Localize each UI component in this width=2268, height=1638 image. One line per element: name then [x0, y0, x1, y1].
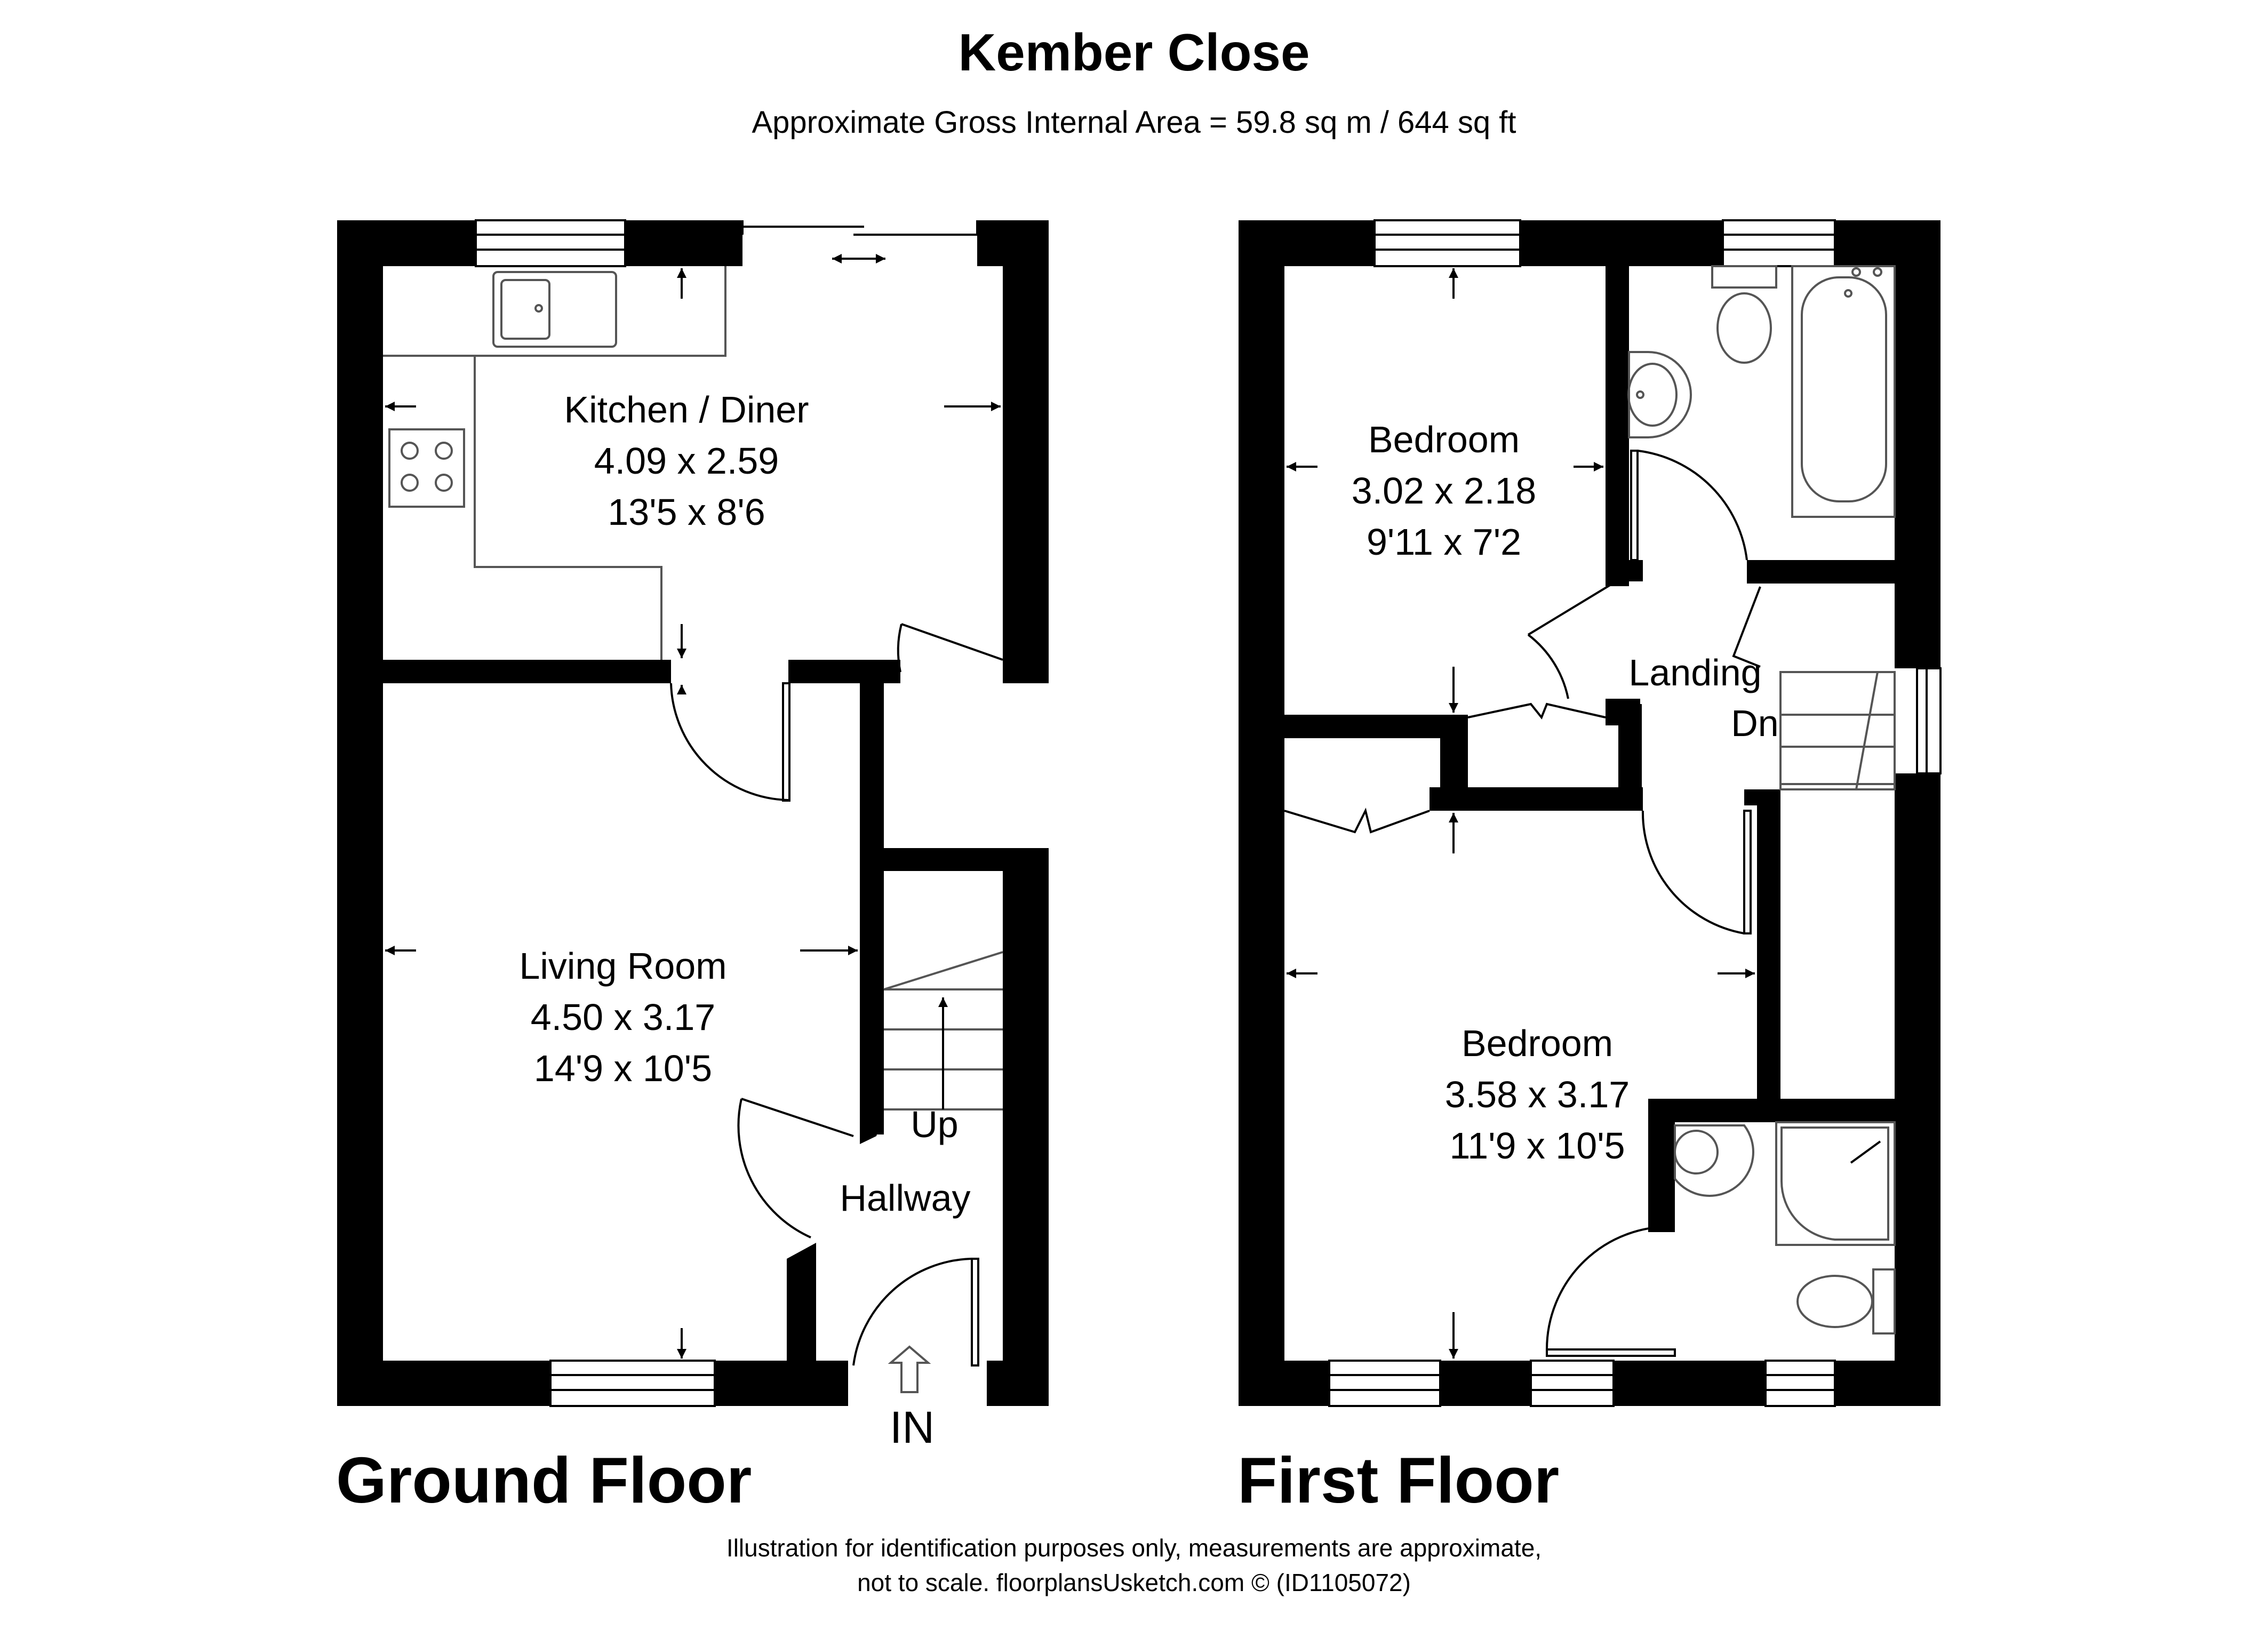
first-dimension-arrows [1287, 268, 1755, 1359]
living-room-imperial: 14'9 x 10'5 [534, 1048, 712, 1089]
ensuite-basin-icon [1674, 1124, 1754, 1197]
first-floor-label: First Floor [1237, 1444, 1560, 1516]
ensuite-fixtures [1674, 1121, 1896, 1335]
ground-floor-doors [670, 623, 1003, 1367]
bedroom-1-name: Bedroom [1368, 419, 1520, 460]
bathroom-fixtures [1627, 265, 1896, 518]
plan-title: Kember Close [958, 23, 1310, 82]
kitchen-label: Kitchen / Diner 4.09 x 2.59 13'5 x 8'6 [564, 389, 809, 533]
bedroom-2-name: Bedroom [1462, 1022, 1613, 1064]
ground-floor-plan: Kitchen / Diner 4.09 x 2.59 13'5 x 8'6 L… [337, 219, 1049, 1452]
ensuite-toilet-icon [1796, 1268, 1896, 1335]
landing-label: Landing [1628, 652, 1761, 693]
first-floor-walls [1239, 220, 1940, 1406]
entrance-arrow-icon [888, 1345, 931, 1393]
ground-floor-label: Ground Floor [336, 1444, 752, 1516]
bedroom-1-imperial: 9'11 x 7'2 [1367, 521, 1521, 563]
footer-disclaimer-line2: not to scale. floorplansUsketch.com © (I… [857, 1569, 1411, 1596]
ground-stairs [883, 951, 1003, 1110]
sink-icon [492, 271, 617, 348]
toilet-icon [1711, 265, 1777, 364]
gross-area-subtitle: Approximate Gross Internal Area = 59.8 s… [752, 105, 1516, 140]
living-room-metric: 4.50 x 3.17 [531, 996, 715, 1038]
hob-icon [388, 428, 465, 508]
basin-icon [1627, 351, 1692, 438]
hallway-label: Hallway [840, 1177, 970, 1219]
bedroom-1-label: Bedroom 3.02 x 2.18 9'11 x 7'2 [1352, 419, 1536, 563]
ground-dimension-arrows [385, 268, 1001, 1359]
kitchen-fixtures [383, 266, 726, 660]
ground-stairs-up-label: Up [911, 1104, 958, 1145]
footer-disclaimer-line1: Illustration for identification purposes… [726, 1534, 1542, 1562]
living-room-label: Living Room 4.50 x 3.17 14'9 x 10'5 [519, 945, 726, 1089]
entrance-label: IN [890, 1402, 935, 1452]
bedroom-2-metric: 3.58 x 3.17 [1445, 1074, 1630, 1115]
bedroom-2-imperial: 11'9 x 10'5 [1449, 1125, 1625, 1166]
first-floor-windows [1328, 219, 1942, 1407]
ground-sliding-door [741, 220, 978, 263]
bath-icon [1791, 265, 1896, 518]
first-floor-plan: Bedroom 3.02 x 2.18 9'11 x 7'2 Landing D… [1239, 219, 1942, 1407]
ground-floor-windows [475, 219, 716, 1407]
shower-icon [1775, 1121, 1896, 1246]
kitchen-imperial: 13'5 x 8'6 [608, 491, 765, 533]
first-stairs-down-label: Dn [1731, 702, 1778, 744]
bedroom-2-label: Bedroom 3.58 x 3.17 11'9 x 10'5 [1445, 1022, 1630, 1166]
bedroom-1-metric: 3.02 x 2.18 [1352, 470, 1536, 512]
living-room-name: Living Room [519, 945, 726, 987]
first-stairs [1779, 671, 1896, 790]
kitchen-metric: 4.09 x 2.59 [594, 440, 779, 482]
ground-floor-walls [337, 220, 1049, 1406]
first-floor-doors [1284, 450, 1761, 1357]
kitchen-name: Kitchen / Diner [564, 389, 809, 430]
